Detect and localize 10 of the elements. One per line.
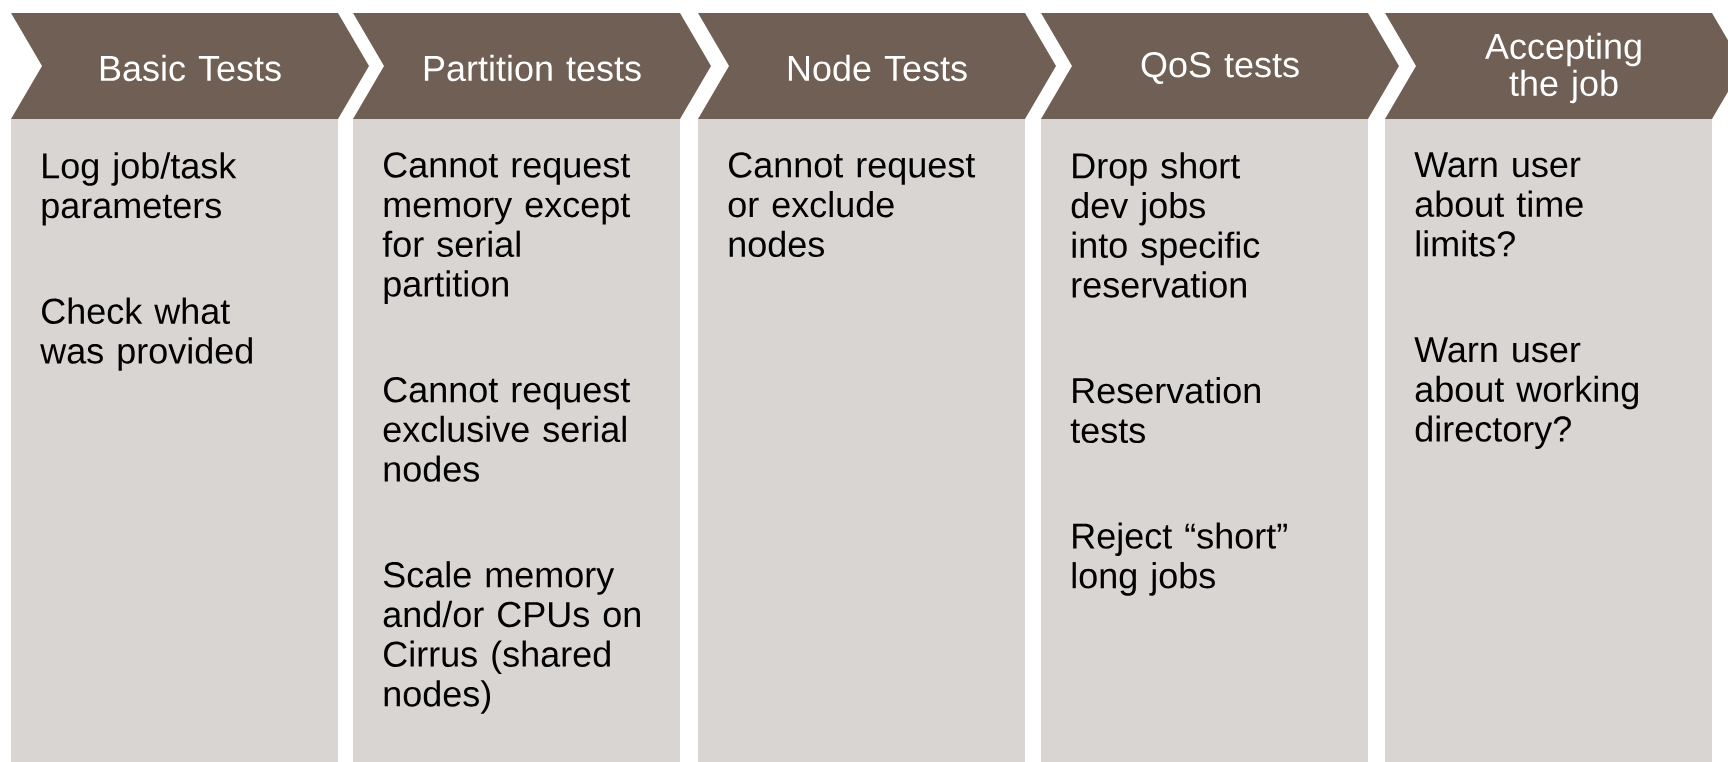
column-box: Log job/task parameters Check what was provided — [11, 119, 338, 762]
chevron-header: Node Tests — [698, 13, 1056, 119]
chevron-header: Partition tests — [353, 13, 711, 119]
chevron-header: Accepting the job — [1385, 13, 1728, 119]
column-box: Drop short dev jobs into specific reservation Reservation tests Reject “short” long jobs — [1041, 119, 1368, 762]
column-box: Cannot request memory except for serial partition Cannot request exclusive serial nodes Scale memory and/or CPUs on Cirrus (shared nodes) — [353, 119, 680, 762]
chevron-header: Basic Tests — [11, 13, 369, 119]
column-box: Warn user about time limits? Warn user about working directory? — [1385, 119, 1712, 762]
chevron-header: QoS tests — [1041, 13, 1399, 119]
column-box: Cannot request or exclude nodes — [698, 119, 1025, 762]
